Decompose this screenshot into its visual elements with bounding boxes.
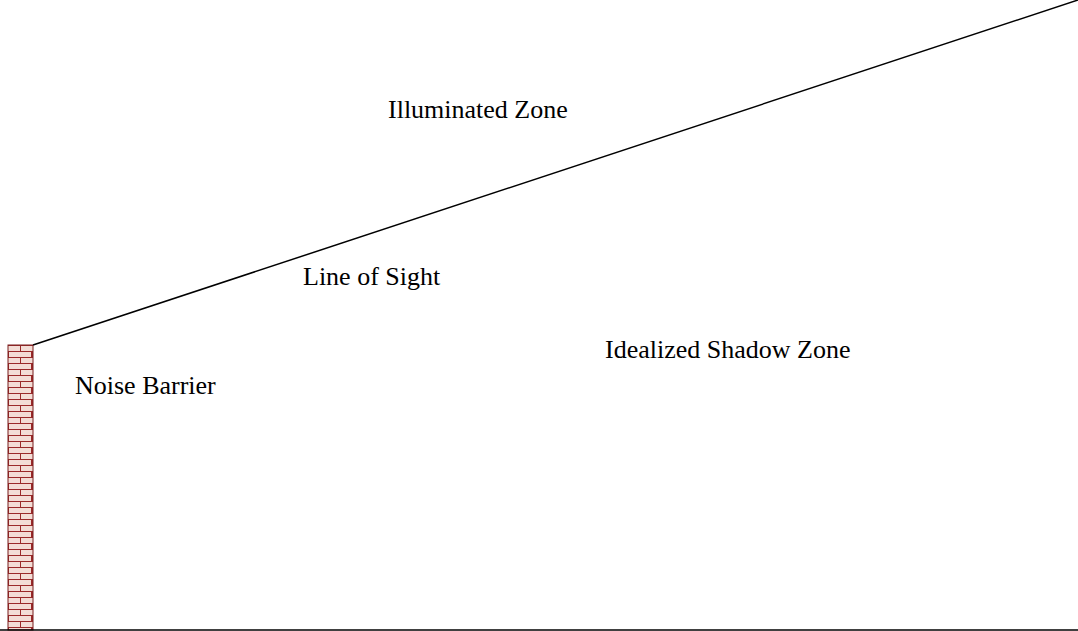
line-of-sight [33,0,1078,345]
zone-label: Idealized Shadow Zone [605,335,850,365]
noise-barrier-wall [8,345,33,630]
line-label: Line of Sight [303,262,440,292]
barrier-label: Noise Barrier [75,371,216,401]
zone-label: Illuminated Zone [388,95,568,125]
ground-line [0,629,1078,631]
